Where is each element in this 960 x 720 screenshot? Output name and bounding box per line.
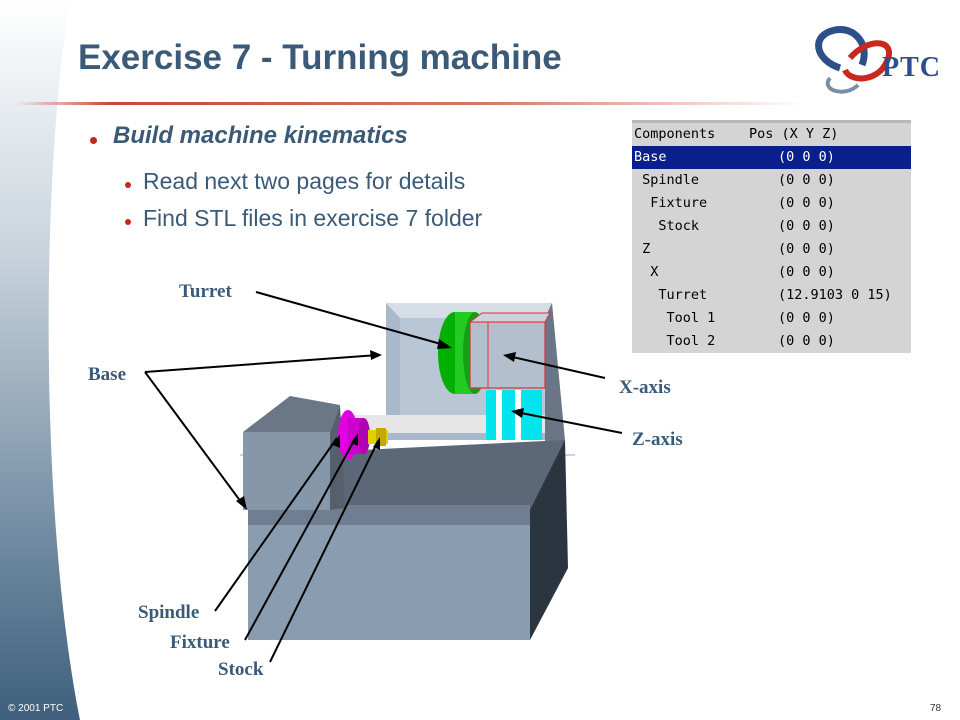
row-pos: (0 0 0) [778,241,835,257]
row-pos: (0 0 0) [778,195,835,211]
logo-text: PTC [882,52,941,83]
table-row[interactable]: Spindle (0 0 0) [632,169,911,192]
label-spindle: Spindle [138,602,200,623]
row-pos: (0 0 0) [778,149,835,165]
slide-title: Exercise 7 - Turning machine [78,38,562,77]
table-row[interactable]: Z (0 0 0) [632,238,911,261]
turret-leader [255,291,449,347]
row-pos: (0 0 0) [778,218,835,234]
row-name: Turret [634,287,708,303]
bullet-dot [90,137,97,144]
row-pos: (0 0 0) [778,264,835,280]
label-stock: Stock [218,659,264,680]
base-side [530,440,568,640]
z-slide-stripe [496,390,502,440]
row-name: Base [634,149,667,165]
row-name: Fixture [634,195,708,211]
row-pos: (12.9103 0 15) [778,287,892,303]
leader-lines [144,291,623,663]
title-underline [15,102,805,105]
label-turret: Turret [179,281,232,302]
label-z-axis: Z-axis [632,429,683,450]
table-row[interactable]: Fixture (0 0 0) [632,192,911,215]
header-components: Components [634,126,716,142]
label-x-axis: X-axis [619,377,671,398]
base-front [248,510,530,640]
headstock-front [243,432,330,510]
header-pos: Pos (X Y Z) [749,126,839,142]
sub-bullet: Read next two pages for details [143,168,466,194]
base-leader-top [144,354,379,373]
arrowhead [333,434,340,448]
label-base: Base [88,364,126,385]
ptc-logo-icon [815,25,893,94]
row-name: Z [634,241,651,257]
stock [376,428,386,446]
table-row[interactable]: X (0 0 0) [632,261,911,284]
arrowhead [511,408,524,418]
table-row[interactable]: Stock (0 0 0) [632,215,911,238]
row-name: X [634,264,659,280]
headstock-top [243,396,340,432]
z-axis-leader [515,411,623,434]
sub-bullet: Find STL files in exercise 7 folder [143,205,483,231]
fixture-leader [244,436,357,641]
table-row[interactable]: Tool 2 (0 0 0) [632,330,911,353]
table-row[interactable]: Base (0 0 0) [632,146,911,169]
leader-arrowheads [236,339,524,510]
base-leader-bottom [144,371,245,507]
row-pos: (0 0 0) [778,310,835,326]
arrowhead [351,433,358,446]
row-name: Stock [634,218,700,234]
arrowhead [370,350,382,360]
table-row[interactable]: Tool 1 (0 0 0) [632,307,911,330]
main-bullet: Build machine kinematics [113,122,408,149]
spindle-leader [214,437,338,612]
footer-copyright: © 2001 PTC [8,703,64,714]
arrowhead [373,437,380,450]
back-column-side [545,303,565,450]
arrowhead [437,339,452,349]
row-name: Tool 2 [634,333,716,349]
bullet-dot [125,219,131,225]
spindle-face [358,418,370,454]
row-pos: (0 0 0) [778,172,835,188]
arrowhead [236,496,247,510]
row-pos: (0 0 0) [778,333,835,349]
row-name: Tool 1 [634,310,716,326]
stock-leader [269,440,379,663]
arrowhead [503,352,516,362]
x-axis-carriage-top [468,312,551,323]
component-table: Components Pos (X Y Z) Base (0 0 0) Spin… [632,120,911,353]
bullet-dot [125,182,131,188]
table-row[interactable]: Turret (12.9103 0 15) [632,284,911,307]
table-header: Components Pos (X Y Z) [632,123,911,146]
row-name: Spindle [634,172,700,188]
x-axis-leader [507,355,606,379]
label-fixture: Fixture [170,632,230,653]
page-number: 78 [930,703,942,714]
